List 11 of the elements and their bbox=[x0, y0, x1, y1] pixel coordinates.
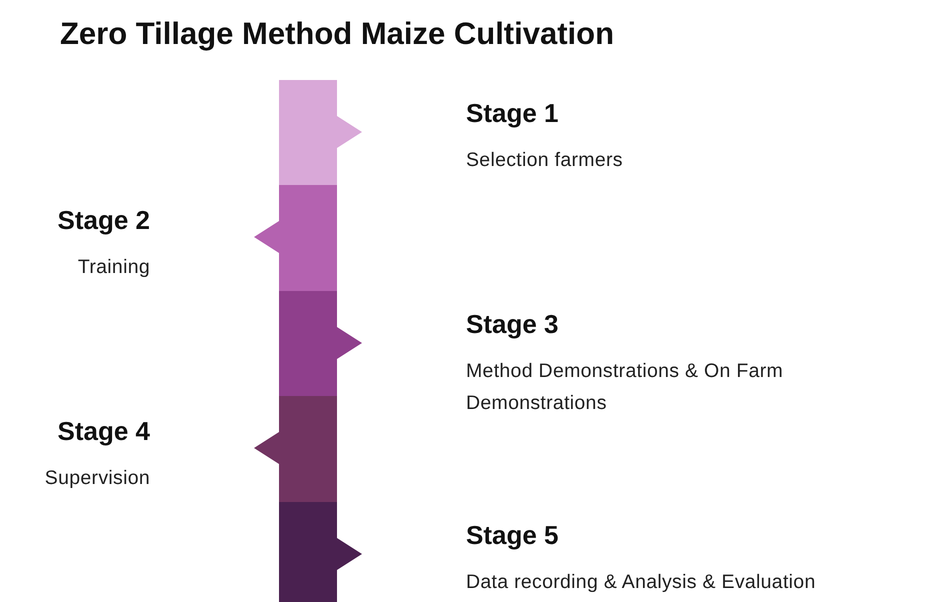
stage-description: Selection farmers bbox=[466, 148, 624, 173]
stage-description: Data recording & Analysis & Evaluation bbox=[466, 570, 817, 595]
stage-description: Training bbox=[76, 255, 150, 280]
stage-heading: Stage 2 bbox=[56, 204, 150, 237]
diagram-title: Zero Tillage Method Maize Cultivation bbox=[60, 15, 614, 53]
stage-heading: Stage 4 bbox=[56, 415, 150, 448]
stage-description: Method Demonstrations & On Farm Demonstrations bbox=[466, 359, 784, 416]
stage-heading: Stage 5 bbox=[466, 519, 560, 552]
stage-heading: Stage 3 bbox=[466, 308, 560, 341]
stage-heading: Stage 1 bbox=[466, 97, 560, 130]
stage-description: Supervision bbox=[44, 466, 150, 491]
